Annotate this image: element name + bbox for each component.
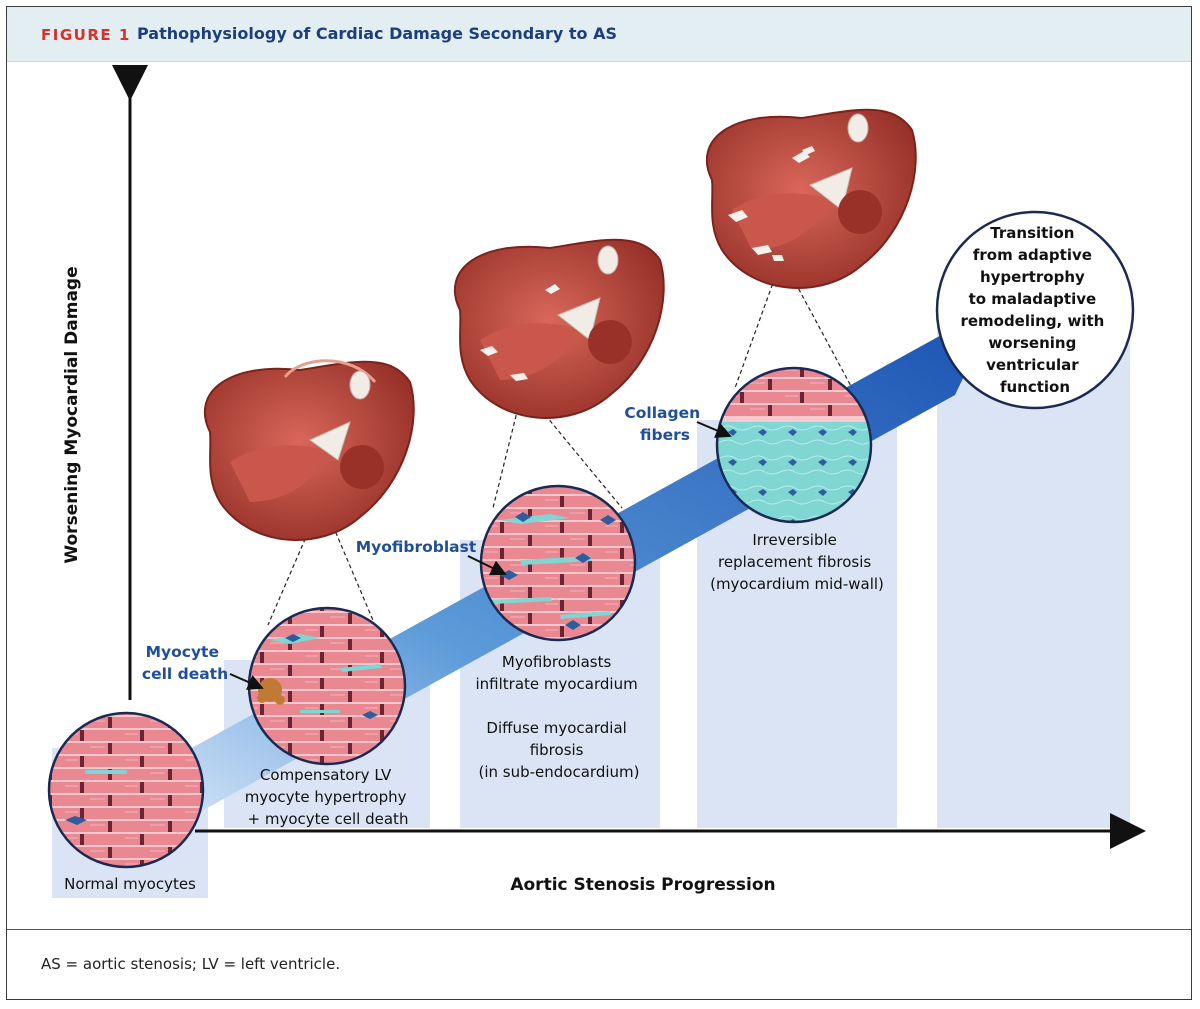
myofibroblast-pointer [467, 555, 507, 576]
figure-label: FIGURE 1 [41, 26, 131, 44]
tissue-circle-hypertrophy [247, 606, 407, 766]
collagen-pointer [696, 421, 732, 438]
callout-myocyte-death: Myocyte cell death [142, 643, 228, 683]
tissue-circle-normal [47, 711, 205, 869]
transition-text: Transition from adaptive hypertrophy to … [960, 224, 1109, 396]
stage-label-fibrosis: Irreversible replacement fibrosis (myoca… [710, 531, 884, 593]
caption-divider [7, 929, 1191, 930]
figure-title: Pathophysiology of Cardiac Damage Second… [137, 24, 617, 43]
heart-illustration-2 [453, 238, 665, 419]
stage-label-hypertrophy: Compensatory LV myocyte hypertrophy + my… [245, 766, 412, 828]
callout-collagen: Collagen fibers [624, 404, 705, 444]
stage-label-myofibroblast: Myofibroblasts infiltrate myocardium Dif… [475, 653, 642, 781]
stage-label-normal: Normal myocytes [64, 875, 196, 893]
figure-header: FIGURE 1 Pathophysiology of Cardiac Dama… [7, 7, 1191, 62]
y-axis-label: Worsening Myocardial Damage [62, 266, 82, 563]
figure-caption: AS = aortic stenosis; LV = left ventricl… [41, 955, 341, 973]
callout-myofibroblast: Myofibroblast [356, 538, 477, 556]
x-axis-label: Aortic Stenosis Progression [510, 875, 775, 895]
myocyte-death-pointer [229, 673, 264, 690]
transition-bubble: Transition from adaptive hypertrophy to … [935, 210, 1135, 410]
heart-illustration-3 [705, 108, 917, 289]
heart-illustration-1 [203, 359, 415, 541]
